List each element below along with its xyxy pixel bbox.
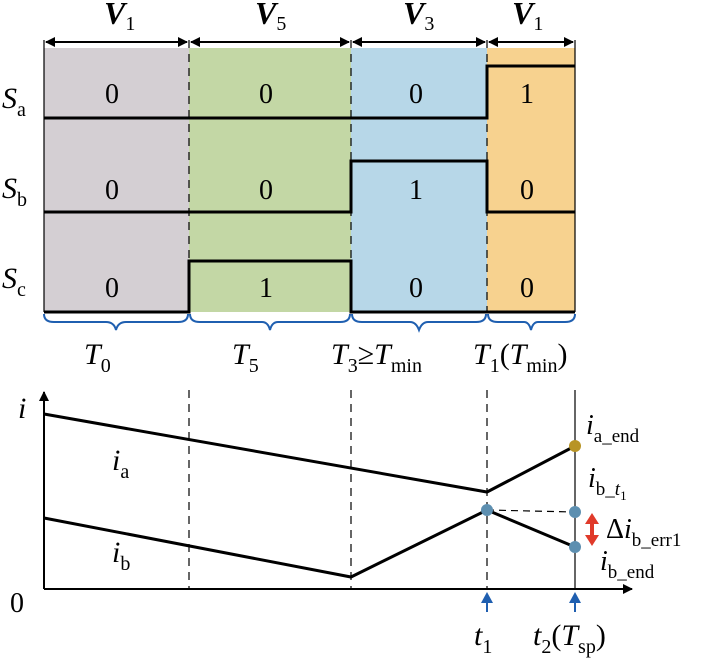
state-sc-4: 0 xyxy=(520,273,534,304)
label-ia: ia xyxy=(112,444,129,483)
point-ib-t1-at-t2 xyxy=(569,506,581,518)
label-ia-end: ia_end xyxy=(586,410,640,447)
label-ib-end: ib_end xyxy=(600,546,655,583)
current-ia xyxy=(43,412,576,494)
brace-t3 xyxy=(351,313,487,333)
interval-v5-panel xyxy=(189,48,351,312)
brace-t1 xyxy=(487,313,576,331)
point-ib-t1 xyxy=(481,504,493,516)
state-sa-4: 1 xyxy=(520,79,534,110)
state-sc-3: 0 xyxy=(409,273,423,304)
current-ib xyxy=(43,508,576,579)
switch-label-sc: Sc xyxy=(2,262,26,301)
vector-label-v5: V5 xyxy=(255,0,286,35)
y-axis-label: i xyxy=(18,392,26,425)
label-t2: t2(Tsp) xyxy=(533,619,606,658)
t1-pointer-head xyxy=(481,592,493,603)
duration-label-t5: T5 xyxy=(232,338,259,377)
label-ib: ib xyxy=(112,536,130,575)
duration-braces xyxy=(43,313,576,333)
duration-label-t1: T1(Tmin) xyxy=(473,338,568,377)
point-ia-end xyxy=(569,440,581,452)
brace-t0 xyxy=(43,313,189,331)
origin-label: 0 xyxy=(10,588,24,619)
state-sb-3: 1 xyxy=(409,175,423,206)
label-ib-t1: ib_t1 xyxy=(588,463,627,503)
state-sb-1: 0 xyxy=(105,175,119,206)
waveform-sa xyxy=(44,64,575,120)
state-sb-4: 0 xyxy=(520,175,534,206)
waveform-sc xyxy=(44,259,575,314)
switch-label-sb: Sb xyxy=(2,172,27,211)
state-sa-2: 0 xyxy=(259,79,273,110)
ib-t1-extension xyxy=(486,509,576,513)
interval-v3-panel xyxy=(351,48,487,312)
state-sa-3: 0 xyxy=(409,79,423,110)
waveform-sb xyxy=(44,159,575,214)
brace-t5 xyxy=(189,313,351,331)
state-sb-2: 0 xyxy=(259,175,273,206)
label-delta-ib-err1: Δib_err1 xyxy=(606,514,681,551)
state-sc-2: 1 xyxy=(259,273,273,304)
vector-label-v1-first: V1 xyxy=(104,0,135,35)
label-t1: t1 xyxy=(474,619,492,658)
interval-v1-first-panel xyxy=(44,48,189,312)
vector-label-v3: V3 xyxy=(403,0,434,35)
error-indicator xyxy=(585,513,599,546)
switch-label-sa: Sa xyxy=(2,82,26,121)
t2-pointer-head xyxy=(569,592,581,603)
state-sa-1: 0 xyxy=(105,79,119,110)
duration-label-t3: T3≥Tmin xyxy=(331,338,422,377)
duration-label-t0: T0 xyxy=(84,338,111,377)
interval-v1-last-panel xyxy=(487,48,575,312)
point-ib-end xyxy=(569,541,581,553)
state-sc-1: 0 xyxy=(105,273,119,304)
vector-label-v1-last: V1 xyxy=(512,0,543,35)
